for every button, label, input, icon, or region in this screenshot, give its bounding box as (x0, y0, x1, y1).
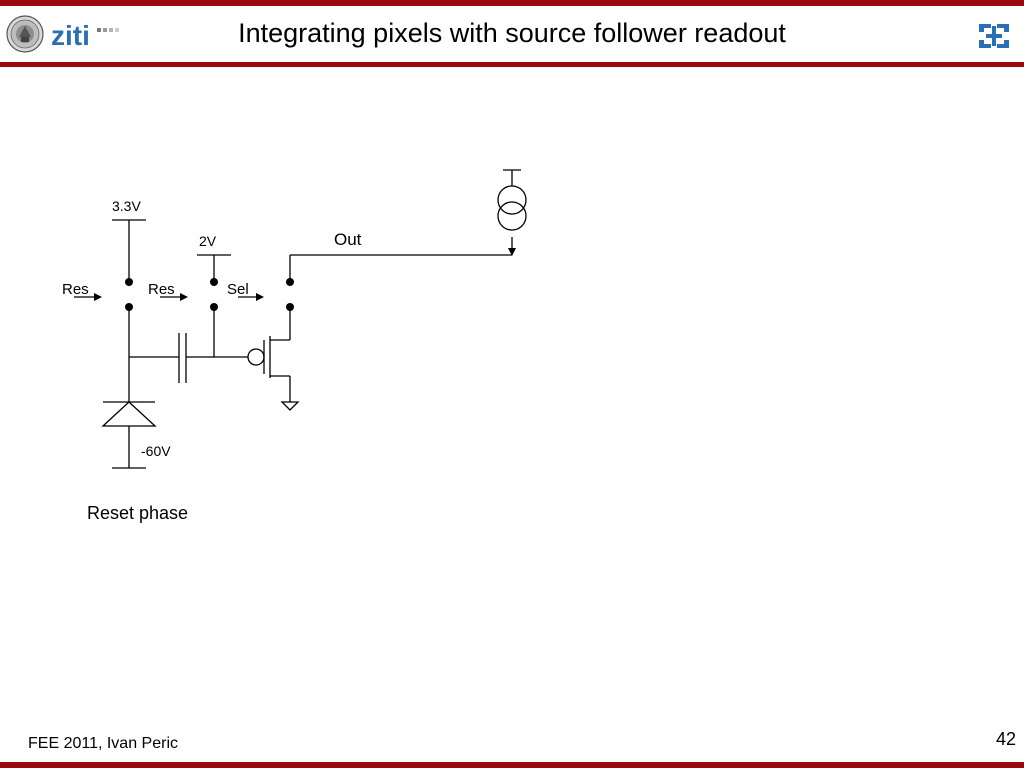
current-source-circle-top (497, 185, 527, 215)
switch-contact (286, 303, 294, 311)
switch-contact (125, 278, 133, 286)
footer-text: FEE 2011, Ivan Peric (28, 735, 178, 752)
switch-contact (125, 303, 133, 311)
res-arrow-1-head (94, 293, 102, 301)
header-divider (0, 62, 1024, 67)
top-accent-bar (0, 0, 1024, 6)
switch-contact (286, 278, 294, 286)
select-label: Sel (227, 281, 249, 298)
sel-arrow-head (256, 293, 264, 301)
res-arrow-2-head (180, 293, 188, 301)
slide-title: Integrating pixels with source follower … (238, 18, 786, 48)
ziti-logo-icon: ziti (51, 20, 119, 51)
university-seal-icon (6, 15, 44, 53)
phase-caption: Reset phase (87, 503, 189, 523)
pmos-gate-bubble (247, 348, 265, 366)
current-source-arrow-head (508, 248, 516, 256)
bottom-accent-bar (0, 762, 1024, 768)
supply-33v-label: 3.3V (112, 198, 141, 214)
reset-label-1: Res (62, 281, 89, 298)
institute-logo-icon (978, 20, 1010, 52)
supply-2v-label: 2V (199, 233, 217, 249)
ziti-logo-text: ziti (51, 20, 90, 51)
page-number: 42 (995, 729, 1016, 749)
switch-contact (210, 278, 218, 286)
diode-triangle (101, 401, 157, 427)
bias-label: -60V (141, 443, 171, 459)
output-label: Out (334, 230, 362, 249)
reset-label-2: Res (148, 281, 175, 298)
ground-symbol (280, 401, 300, 411)
switch-contact (210, 303, 218, 311)
current-source-circle-bottom (497, 201, 527, 231)
